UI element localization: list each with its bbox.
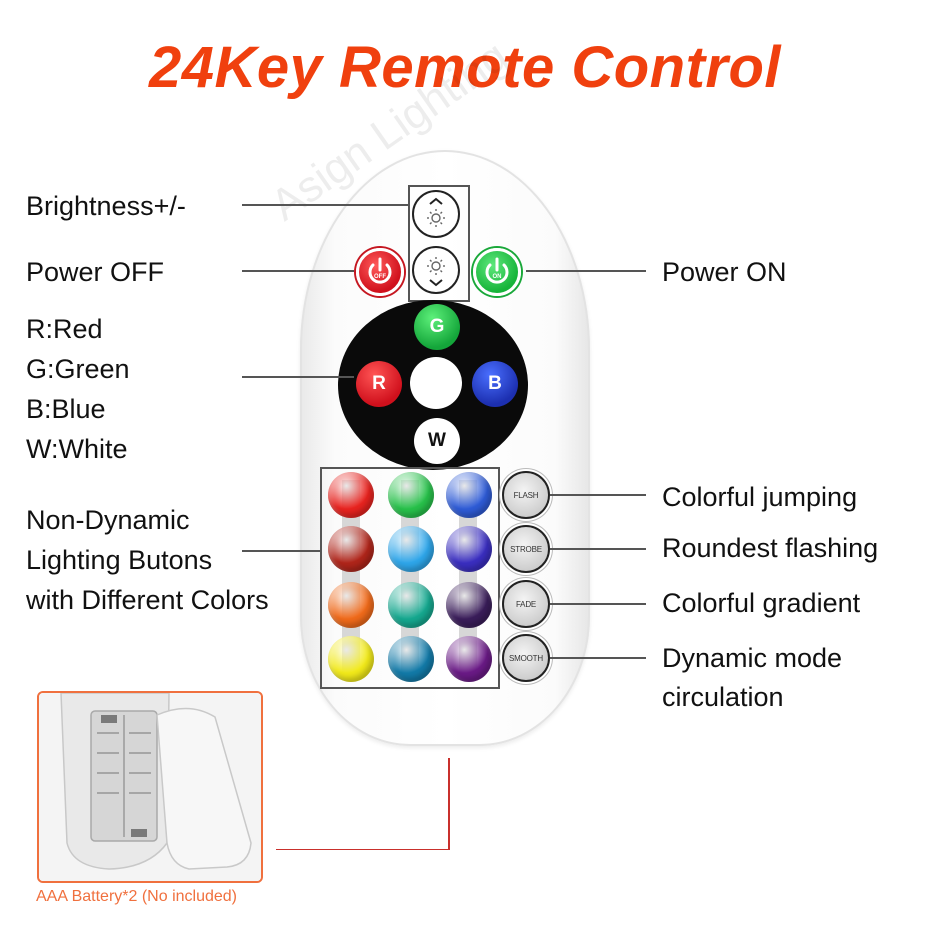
center-button[interactable] — [410, 357, 462, 409]
color-button[interactable] — [388, 582, 434, 628]
page-title: 24Key Remote Control — [148, 35, 782, 100]
rgbw-label-b: B:Blue — [26, 394, 106, 424]
power-off-label: Power OFF — [26, 257, 165, 287]
power-icon — [485, 257, 509, 284]
brightness-down-button[interactable] — [412, 246, 460, 294]
color-button[interactable] — [446, 526, 492, 572]
battery-compartment-photo — [37, 691, 263, 883]
rgbw-label-r: R:Red — [26, 314, 103, 344]
color-button[interactable] — [446, 636, 492, 682]
battery-caption: AAA Battery*2 (No included) — [36, 888, 237, 905]
non-dynamic-label-2: Lighting Butons — [26, 545, 213, 575]
smooth-label-1: Dynamic mode — [662, 643, 843, 673]
red-button[interactable]: R — [356, 361, 402, 407]
color-button[interactable] — [388, 472, 434, 518]
battery-compartment-icon — [39, 693, 261, 881]
non-dynamic-label-1: Non-Dynamic — [26, 505, 190, 535]
color-button[interactable] — [328, 526, 374, 572]
strobe-button[interactable]: STROBE — [502, 525, 550, 573]
flash-label: Colorful jumping — [662, 482, 858, 512]
battery-connector-line — [448, 758, 450, 850]
blue-button[interactable]: B — [472, 361, 518, 407]
power-off-button[interactable]: OFF — [356, 248, 404, 296]
fade-leader-line — [550, 603, 646, 605]
brightness-up-button[interactable] — [412, 190, 460, 238]
color-grid-box — [320, 467, 500, 689]
power-on-label: Power ON — [662, 257, 787, 287]
battery-connector-line — [276, 849, 450, 850]
smooth-label-2: circulation — [662, 682, 784, 712]
power-on-button[interactable]: ON — [473, 248, 521, 296]
smooth-button[interactable]: SMOOTH — [502, 634, 550, 682]
brightness-up-icon — [427, 197, 445, 227]
power-on-leader-line — [526, 270, 646, 272]
color-button[interactable] — [328, 636, 374, 682]
strobe-leader-line — [550, 548, 646, 550]
color-button[interactable] — [328, 472, 374, 518]
flash-leader-line — [550, 494, 646, 496]
non-dynamic-label-3: with Different Colors — [26, 585, 269, 615]
rgbw-leader-line — [242, 376, 354, 378]
color-button[interactable] — [328, 582, 374, 628]
flash-button[interactable]: FLASH — [502, 471, 550, 519]
rgbw-label-w: W:White — [26, 434, 128, 464]
color-button[interactable] — [446, 472, 492, 518]
power-off-leader-line — [242, 270, 354, 272]
brightness-leader-line — [242, 204, 408, 206]
strobe-label: Roundest flashing — [662, 533, 879, 563]
smooth-leader-line — [550, 657, 646, 659]
green-button[interactable]: G — [414, 304, 460, 350]
color-button[interactable] — [388, 636, 434, 682]
brightness-label: Brightness+/- — [26, 191, 186, 221]
rgbw-label-g: G:Green — [26, 354, 130, 384]
brightness-down-icon — [427, 257, 445, 287]
color-button[interactable] — [446, 582, 492, 628]
power-icon — [368, 257, 392, 284]
power-on-text: ON — [492, 273, 502, 280]
fade-button[interactable]: FADE — [502, 580, 550, 628]
non-dynamic-leader-line — [242, 550, 320, 552]
white-button[interactable]: W — [414, 418, 460, 464]
fade-label: Colorful gradient — [662, 588, 861, 618]
color-button[interactable] — [388, 526, 434, 572]
power-off-text: OFF — [374, 273, 386, 280]
